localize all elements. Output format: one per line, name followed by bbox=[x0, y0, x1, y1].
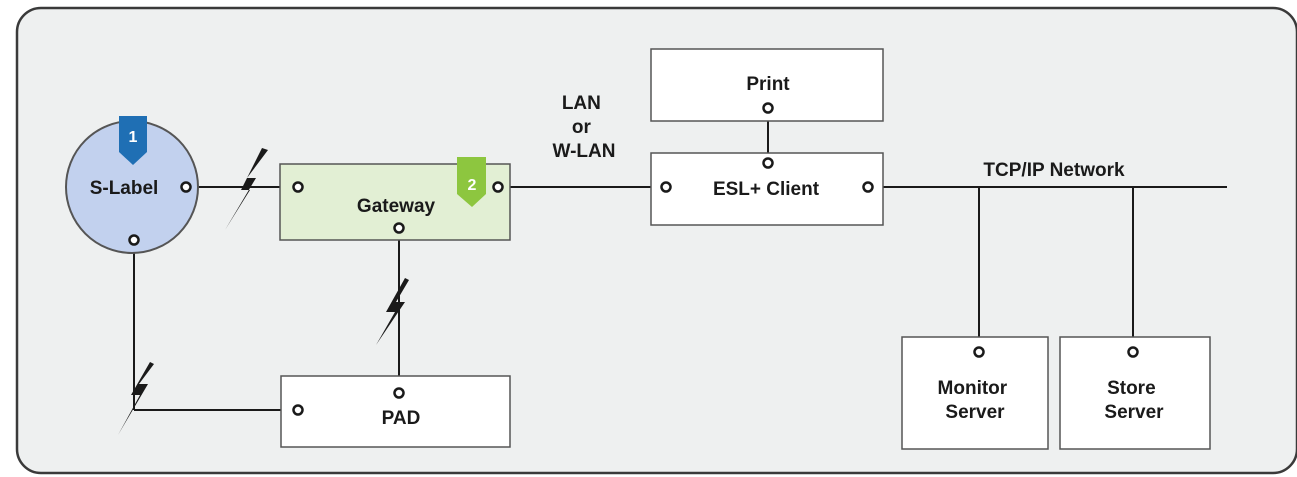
badge-one-icon bbox=[119, 116, 147, 165]
pad-node bbox=[280, 375, 511, 448]
port-dot bbox=[1127, 346, 1139, 358]
badge-two-label: 2 bbox=[468, 177, 477, 194]
esl-client-label: ESL+ Client bbox=[713, 179, 820, 200]
port-dot bbox=[393, 222, 405, 234]
print-node bbox=[650, 48, 884, 122]
s-label-label: S-Label bbox=[90, 178, 159, 199]
wireless-bolt-icon bbox=[225, 148, 268, 230]
gateway-label: Gateway bbox=[357, 196, 436, 217]
port-dot bbox=[762, 157, 774, 169]
store-server-label: Store Server bbox=[1104, 378, 1164, 423]
port-dot bbox=[128, 234, 140, 246]
port-dot bbox=[973, 346, 985, 358]
port-dot bbox=[180, 181, 192, 193]
pad-label: PAD bbox=[382, 408, 421, 429]
network-label: TCP/IP Network bbox=[983, 160, 1125, 181]
port-dot bbox=[292, 181, 304, 193]
port-dot bbox=[660, 181, 672, 193]
wireless-bolt-icon bbox=[376, 278, 409, 345]
port-dot bbox=[393, 387, 405, 399]
badge-two-icon bbox=[457, 157, 486, 207]
lan-label: LAN or W-LAN bbox=[553, 93, 616, 162]
print-label: Print bbox=[746, 74, 790, 95]
port-dot bbox=[762, 102, 774, 114]
badge-one-label: 1 bbox=[129, 129, 138, 146]
port-dot bbox=[292, 404, 304, 416]
port-dot bbox=[862, 181, 874, 193]
port-dot bbox=[492, 181, 504, 193]
monitor-server-label: Monitor Server bbox=[938, 378, 1013, 423]
